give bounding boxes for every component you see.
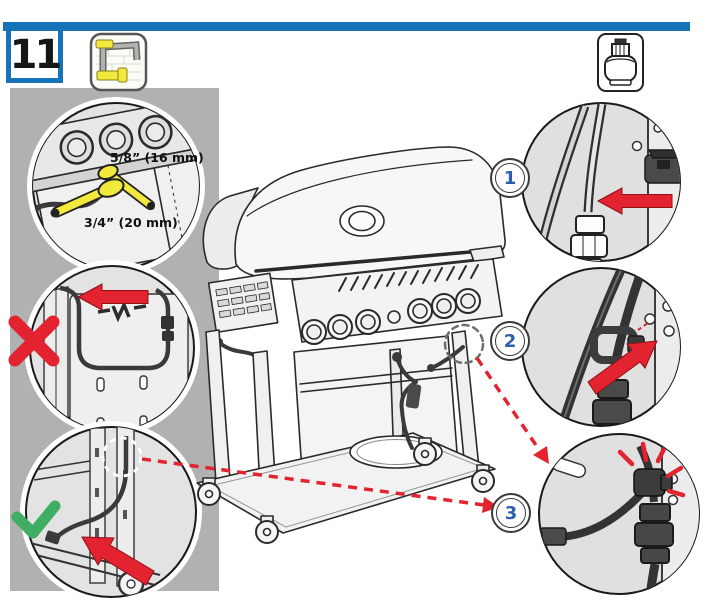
grill-illustration — [196, 146, 506, 544]
step-number: 11 — [9, 31, 63, 78]
control-knobs-row — [301, 288, 481, 345]
dashed-highlight-circle — [443, 323, 485, 365]
wrench-3-4-icon — [50, 178, 125, 218]
detail-circle-wrong-routing — [8, 260, 200, 436]
snap-emphasis-lines — [617, 441, 686, 498]
detail-circle-2 — [521, 267, 681, 427]
hose-hex-fitting — [570, 215, 608, 261]
red-dashed-connector-from-grill — [475, 357, 549, 464]
red-dashed-pointer — [637, 322, 649, 331]
detail-circle-correct-routing — [11, 421, 202, 603]
measurement-label-3-4: 3/4” (20 mm) — [84, 215, 178, 230]
caster-wheel — [413, 437, 437, 466]
side-louver-panel — [207, 272, 279, 334]
red-arrow-icon — [596, 187, 673, 215]
red-x-mark-icon — [8, 315, 60, 367]
hose-hex-fitting — [634, 503, 674, 564]
gas-hose-wrong — [59, 285, 171, 371]
regulator-hose — [395, 356, 418, 450]
callout-badge-2: 2 — [490, 321, 530, 361]
caster-wheel — [255, 515, 279, 544]
red-arrow-icon — [76, 283, 149, 311]
red-arrow-icon — [81, 536, 155, 586]
bracket-detail — [97, 300, 147, 323]
red-arrow-icon — [587, 340, 658, 395]
measurement-label-5-8: 5/8” (16 mm) — [110, 150, 204, 165]
detail-circle-1 — [521, 102, 681, 262]
detail-circle-3 — [538, 433, 700, 595]
caster-wheel — [471, 464, 495, 493]
hose-routing-thumbnail-icon — [89, 32, 148, 92]
caster-wheel — [197, 477, 221, 506]
step-number-box: 11 — [6, 26, 63, 83]
green-check-mark-icon — [11, 500, 61, 539]
detail-circle-wrenches — [27, 97, 205, 275]
firebox-vents — [338, 264, 479, 292]
callout-badge-3: 3 — [491, 493, 531, 533]
hose-clip — [644, 149, 680, 184]
hose-clip — [633, 468, 673, 497]
gas-hose-correct — [54, 436, 129, 540]
propane-tank-icon — [597, 33, 644, 92]
dashed-highlight-circle — [101, 436, 143, 478]
header-rule — [3, 22, 690, 31]
callout-badge-1: 1 — [490, 158, 530, 198]
red-dashed-connector-to-callout-3 — [141, 457, 499, 513]
